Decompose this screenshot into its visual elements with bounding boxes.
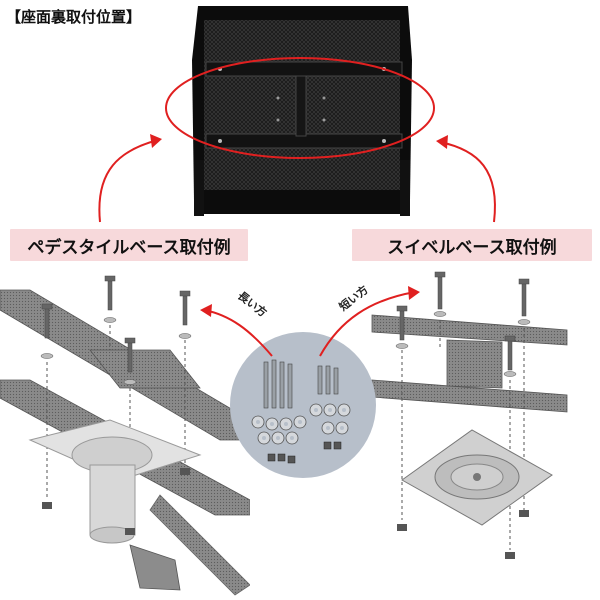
hardware-arrows (200, 286, 420, 357)
hardware-kit-image (230, 332, 376, 478)
pedestal-base-diagram (0, 275, 250, 596)
swivel-base-label: スイベルベース取付例 (352, 229, 592, 261)
swivel-base-diagram (371, 271, 568, 559)
seat-underside-image (165, 6, 435, 216)
pedestal-base-label: ペデスタイルベース取付例 (10, 229, 248, 261)
page-title: 【座面裏取付位置】 (6, 8, 142, 26)
